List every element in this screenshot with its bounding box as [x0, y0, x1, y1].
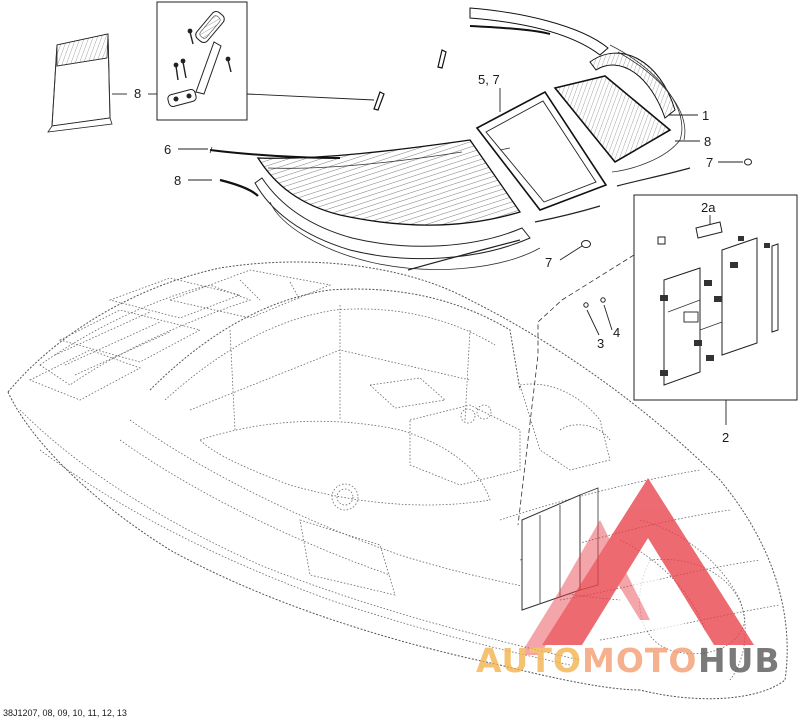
hardware-detail-box — [156, 1, 248, 121]
watermark-auto: AUTO — [476, 641, 582, 680]
panel-clips — [660, 236, 770, 376]
callout-7-mid: 7 — [545, 255, 552, 270]
drawing-reference: 38J1207, 08, 09, 10, 11, 12, 13 — [3, 708, 127, 718]
callout-3: 3 — [597, 336, 604, 351]
mat-rear-left — [209, 139, 522, 226]
callout-4: 4 — [613, 325, 620, 340]
callout-8-bag: 8 — [134, 86, 141, 101]
screws — [173, 28, 232, 81]
mat-center — [475, 90, 608, 211]
watermark-hub: HUB — [698, 641, 781, 680]
panel-leader-dashed — [517, 254, 635, 526]
small-clips — [373, 49, 752, 308]
adhesive-kit-bag — [47, 33, 113, 133]
automotohub-watermark: AUTO MOTO HUB — [476, 478, 781, 680]
watermark-logo-icon — [520, 478, 754, 655]
callout-8-right: 8 — [704, 134, 711, 149]
callout-1: 1 — [702, 108, 709, 123]
bracket-part — [167, 11, 225, 108]
callout-6: 6 — [164, 142, 171, 157]
watermark-moto: MOTO — [582, 641, 697, 680]
callout-8-left: 8 — [174, 173, 181, 188]
mat-right — [407, 7, 691, 271]
callout-7-right: 7 — [706, 155, 713, 170]
leader-lines — [112, 88, 743, 425]
callout-2: 2 — [722, 430, 729, 445]
callout-2a: 2a — [701, 200, 716, 215]
callout-labels: 8 5, 7 1 8 7 6 8 7 3 4 2a 2 — [134, 72, 729, 445]
panel-detail-box — [633, 194, 798, 401]
panel-installed-on-hull — [521, 487, 599, 611]
mat-outer-trim — [219, 177, 541, 270]
callout-5-7: 5, 7 — [478, 72, 500, 87]
